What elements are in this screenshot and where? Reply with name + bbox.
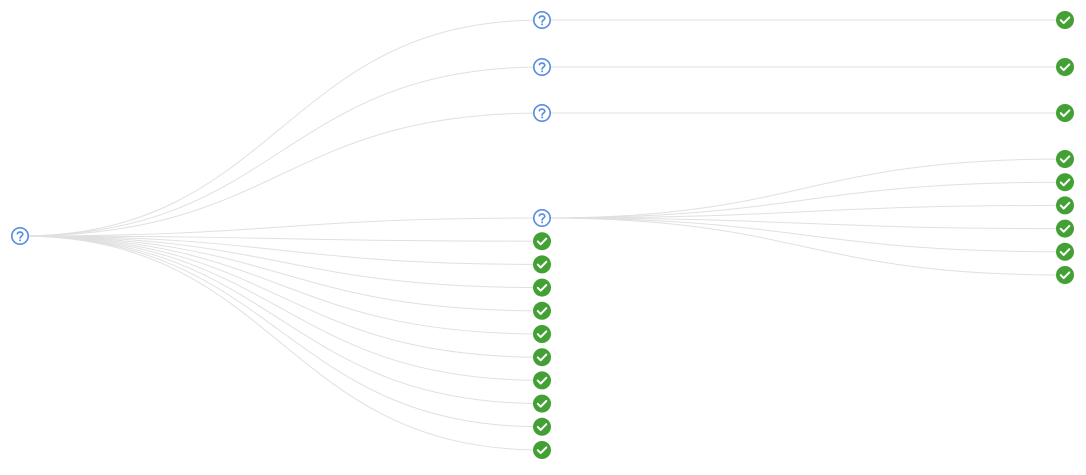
- question-circle-icon: [532, 103, 552, 123]
- tree-nodes: [10, 10, 1074, 459]
- tree-node-success[interactable]: [533, 278, 551, 297]
- tree-node-success[interactable]: [1056, 266, 1074, 284]
- tree-edge: [19, 217, 543, 237]
- tree-edge: [19, 235, 543, 405]
- tree-node-success[interactable]: [533, 441, 551, 459]
- tree-node-success[interactable]: [1056, 11, 1074, 29]
- tree-edge: [19, 235, 543, 335]
- tree-node-success[interactable]: [533, 417, 551, 436]
- tree-edge: [19, 235, 543, 289]
- question-circle-icon: [532, 10, 552, 30]
- tree-node-success[interactable]: [1056, 219, 1074, 238]
- check-circle-icon: [533, 348, 551, 367]
- tree-edge: [19, 235, 543, 242]
- check-circle-icon: [533, 394, 551, 413]
- tree-node-unknown[interactable]: [532, 10, 552, 30]
- tree-edge: [541, 217, 1066, 276]
- tree-edge: [541, 181, 1066, 219]
- tree-node-success[interactable]: [533, 325, 551, 343]
- check-circle-icon: [533, 301, 551, 320]
- tree-node-success[interactable]: [1056, 173, 1074, 192]
- tree-node-success[interactable]: [1056, 196, 1074, 215]
- check-circle-icon: [533, 371, 551, 390]
- question-circle-icon: [532, 57, 552, 77]
- tree-node-unknown[interactable]: [10, 226, 30, 246]
- check-circle-icon: [533, 441, 551, 459]
- tree-edge: [19, 235, 543, 312]
- tree-node-unknown[interactable]: [532, 103, 552, 123]
- check-circle-icon: [1056, 219, 1074, 238]
- tree-edge: [19, 66, 543, 237]
- check-circle-icon: [1056, 11, 1074, 29]
- tree-node-success[interactable]: [1056, 150, 1074, 168]
- tree-edge: [541, 204, 1066, 219]
- tree-node-success[interactable]: [533, 232, 551, 251]
- check-circle-icon: [533, 232, 551, 251]
- check-circle-icon: [533, 278, 551, 297]
- tree-edge: [19, 19, 543, 237]
- tree-edge: [541, 217, 1066, 253]
- tree-node-unknown[interactable]: [532, 57, 552, 77]
- check-circle-icon: [1056, 242, 1074, 261]
- check-circle-icon: [1056, 58, 1074, 76]
- check-circle-icon: [1056, 150, 1074, 168]
- check-circle-icon: [533, 255, 551, 274]
- tree-edge: [19, 235, 543, 451]
- question-circle-icon: [532, 208, 552, 228]
- tree-edge: [19, 235, 543, 265]
- tree-node-unknown[interactable]: [532, 208, 552, 228]
- tree-edge: [19, 235, 543, 358]
- tree-edge: [19, 112, 543, 237]
- check-circle-icon: [1056, 196, 1074, 215]
- tree-node-success[interactable]: [533, 301, 551, 320]
- check-circle-icon: [1056, 266, 1074, 284]
- tree-node-success[interactable]: [533, 394, 551, 413]
- tree-node-success[interactable]: [533, 255, 551, 274]
- tree-edge: [541, 158, 1066, 219]
- check-circle-icon: [1056, 173, 1074, 192]
- tree-edge: [19, 235, 543, 428]
- question-circle-icon: [10, 226, 30, 246]
- tree-node-success[interactable]: [533, 371, 551, 390]
- tree-node-success[interactable]: [533, 348, 551, 367]
- tree-node-success[interactable]: [1056, 242, 1074, 261]
- check-circle-icon: [533, 325, 551, 343]
- check-circle-icon: [533, 417, 551, 436]
- tree-edge: [19, 235, 543, 381]
- tree-node-success[interactable]: [1056, 58, 1074, 76]
- tree-edges: [19, 19, 1066, 451]
- tree-node-success[interactable]: [1056, 104, 1074, 122]
- check-circle-icon: [1056, 104, 1074, 122]
- tree-edge: [541, 217, 1066, 230]
